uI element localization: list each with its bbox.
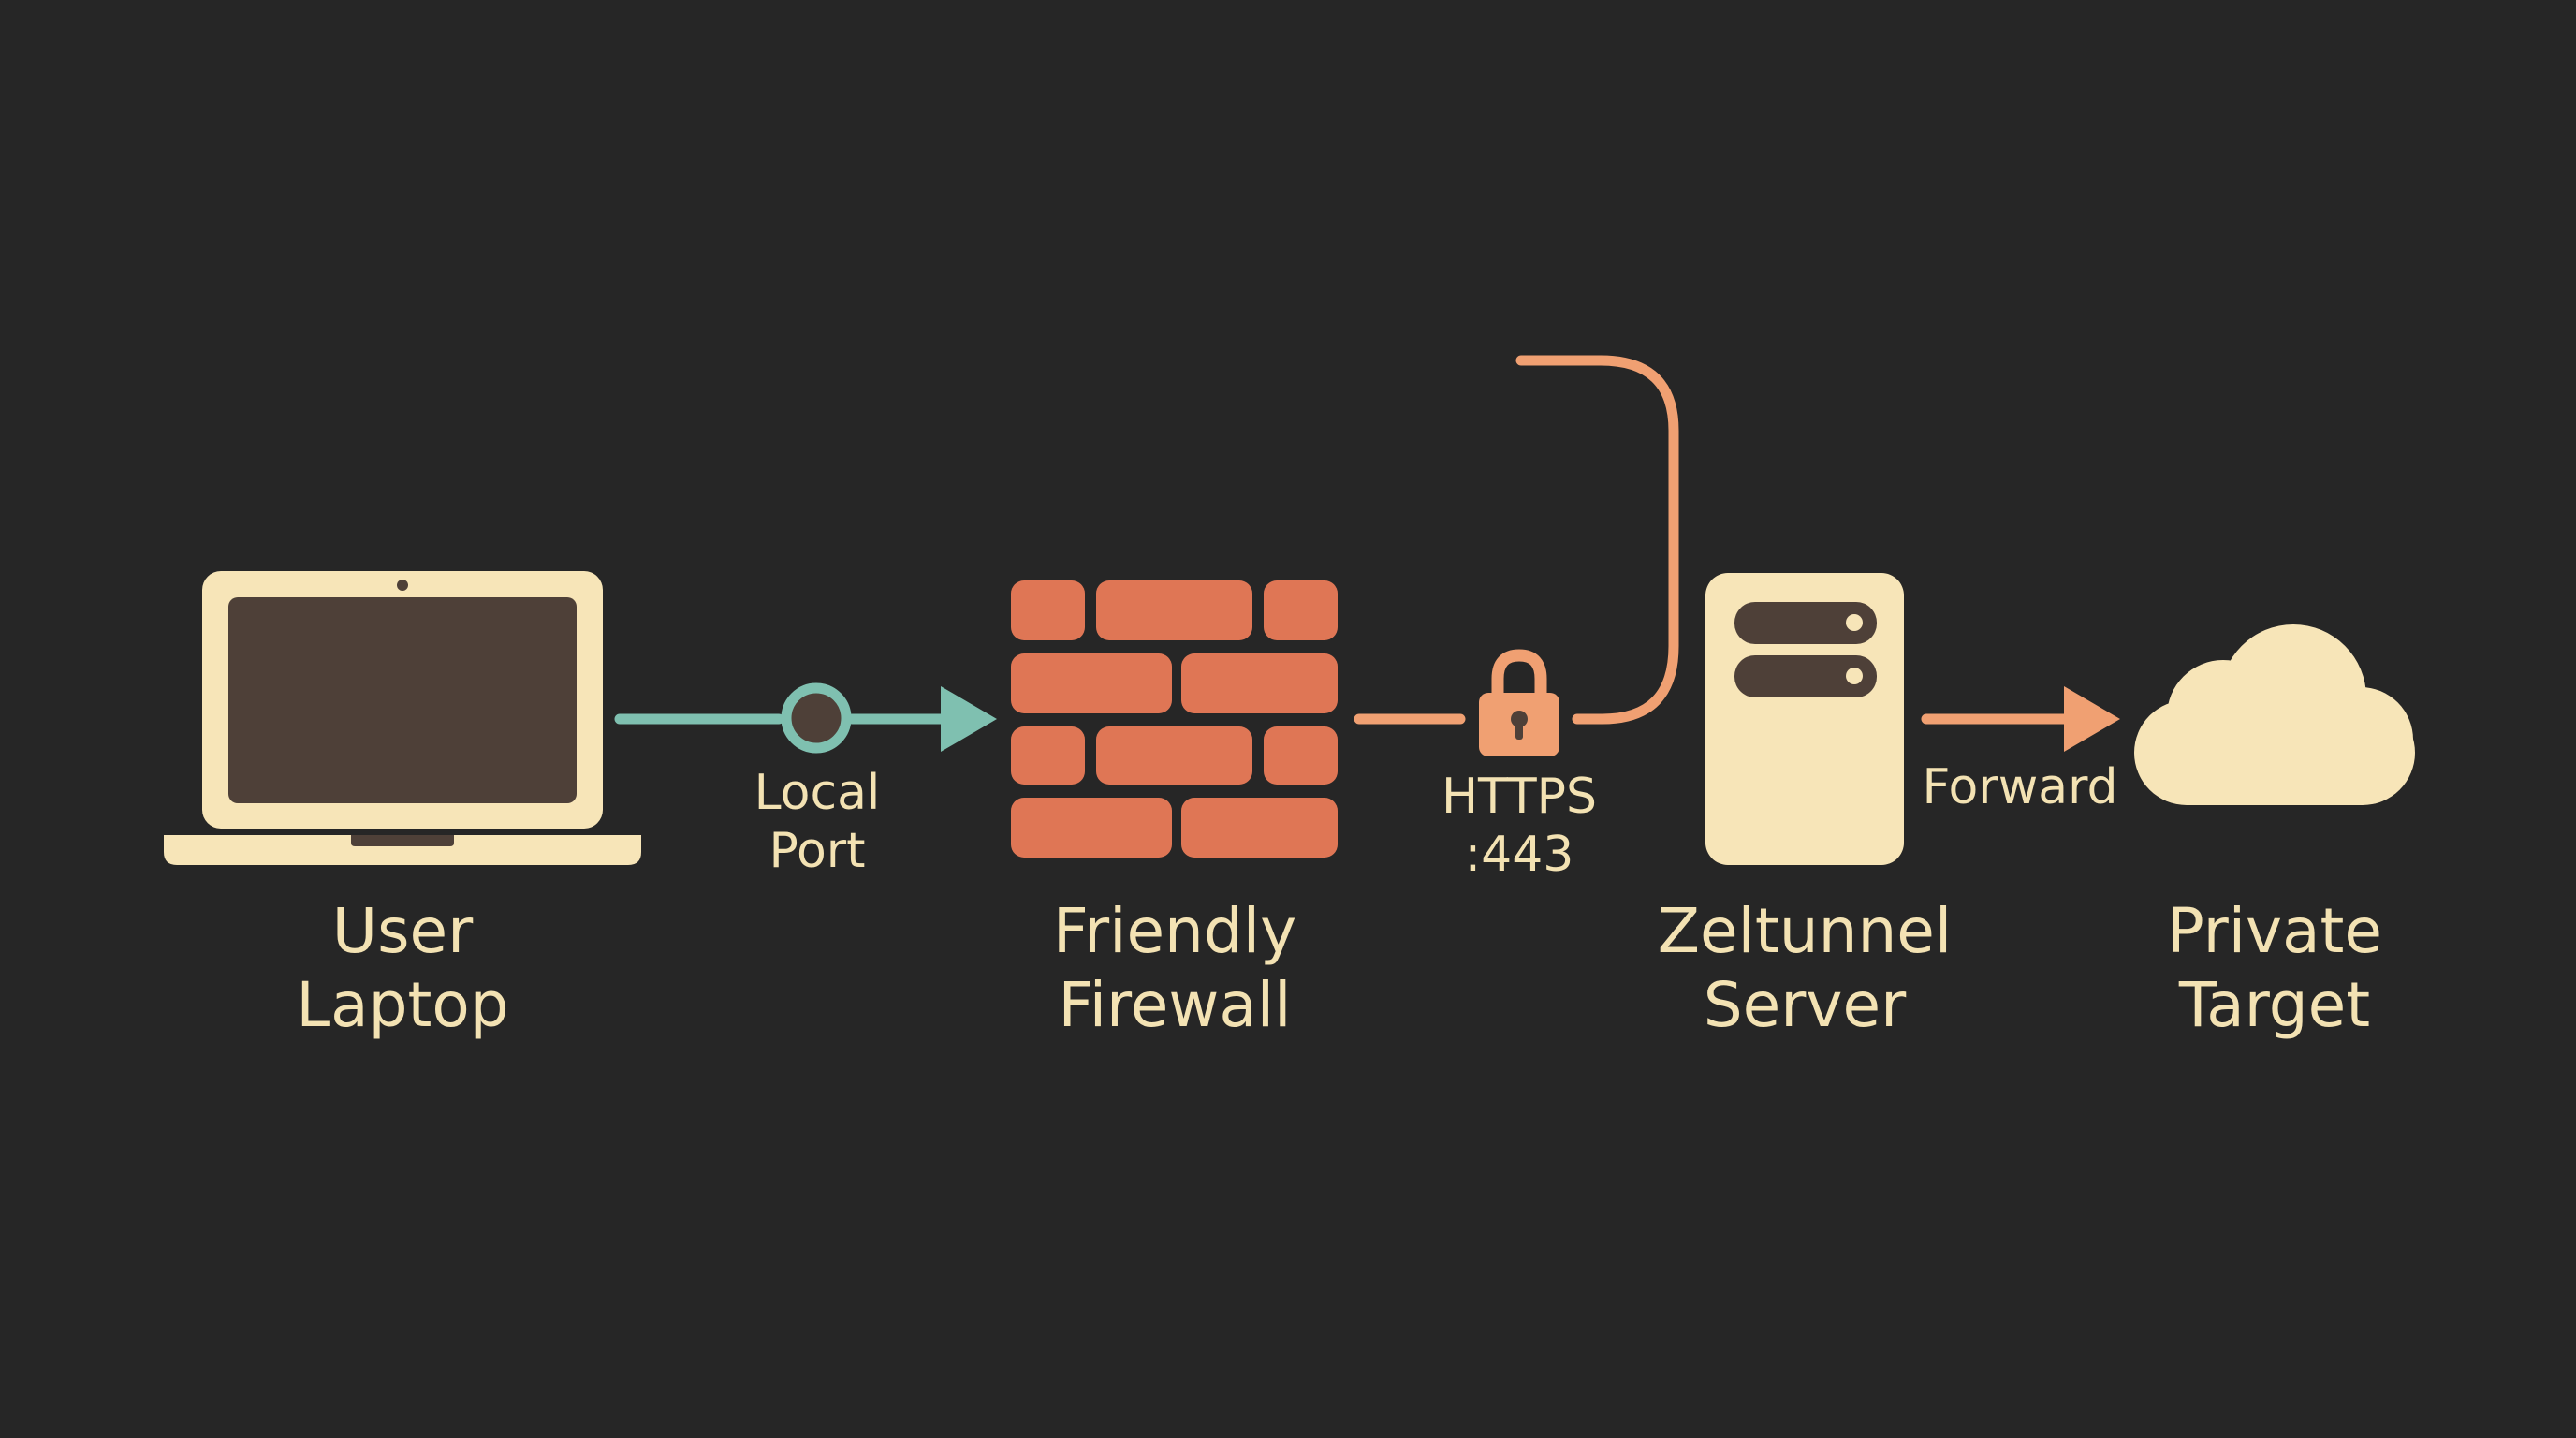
laptop-label-line2: Laptop	[296, 969, 509, 1042]
port-node-icon	[781, 682, 852, 754]
local-port-label: Local Port	[677, 764, 958, 881]
server-label-line1: Zeltunnel	[1657, 895, 1953, 967]
brick-wall-icon	[1011, 580, 1338, 858]
laptop-label: User Laptop	[122, 894, 683, 1042]
brick	[1011, 726, 1085, 785]
local-port-arrowhead	[941, 686, 997, 752]
brick	[1181, 798, 1338, 858]
tunnel-loop-path	[1515, 355, 1679, 725]
brick	[1096, 726, 1252, 785]
laptop-icon	[164, 571, 641, 865]
laptop-trackpad-notch	[351, 835, 454, 846]
local-port-label-line2: Port	[768, 823, 866, 880]
lock-keyhole	[1511, 711, 1528, 727]
lock-shackle	[1491, 649, 1547, 699]
brick	[1011, 798, 1172, 858]
https-connector	[1354, 355, 1679, 725]
cloud-lobe-right	[2308, 687, 2413, 792]
forward-label: Forward	[1880, 758, 2160, 816]
server-label-line2: Server	[1703, 969, 1907, 1042]
target-label: Private Target	[1994, 894, 2555, 1042]
brick	[1181, 653, 1338, 713]
server-slot-bottom	[1734, 655, 1877, 697]
https-label: HTTPS :443	[1379, 768, 1660, 885]
server-label: Zeltunnel Server	[1524, 894, 2086, 1042]
server-body	[1705, 573, 1904, 865]
local-port-label-line1: Local	[754, 765, 881, 821]
laptop-screen	[228, 597, 577, 803]
firewall-label: Friendly Firewall	[894, 894, 1456, 1042]
server-slot-top	[1734, 602, 1877, 644]
firewall-label-line1: Friendly	[1052, 895, 1297, 967]
server-led-bottom	[1846, 668, 1863, 684]
lock-keyhole-slot	[1515, 721, 1523, 740]
local-port-connector	[614, 682, 997, 754]
cloud-icon	[2134, 624, 2415, 805]
brick	[1264, 726, 1338, 785]
lock-icon	[1479, 649, 1559, 756]
https-label-line2: :443	[1464, 827, 1574, 884]
forward-connector	[1921, 686, 2120, 752]
forward-label-line1: Forward	[1922, 759, 2118, 815]
brick	[1011, 653, 1172, 713]
target-label-line2: Target	[2178, 969, 2371, 1042]
server-led-top	[1846, 614, 1863, 631]
server-icon	[1705, 573, 1904, 865]
https-label-line1: HTTPS	[1441, 769, 1598, 825]
brick	[1096, 580, 1252, 640]
brick	[1011, 580, 1085, 640]
laptop-camera	[397, 580, 408, 591]
laptop-label-line1: User	[331, 895, 474, 967]
forward-arrowhead	[2064, 686, 2120, 752]
brick	[1264, 580, 1338, 640]
firewall-label-line2: Firewall	[1058, 969, 1292, 1042]
target-label-line1: Private	[2166, 895, 2383, 967]
laptop-base	[164, 835, 641, 865]
